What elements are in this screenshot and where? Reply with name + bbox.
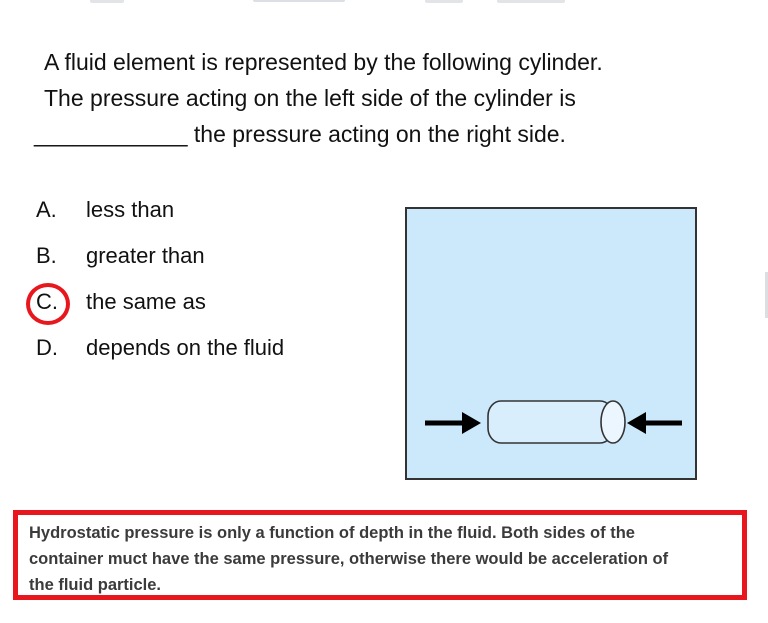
option-c[interactable]: C. the same as [36,283,284,329]
option-d[interactable]: D. depends on the fluid [36,329,284,375]
option-a-label: less than [86,197,175,222]
fluid-diagram [405,207,697,480]
top-crop-artifact [425,0,463,3]
explanation-line: the fluid particle. [29,576,162,594]
explanation-line: container muct have the same pressure, o… [29,550,669,568]
option-b-label: greater than [86,243,205,268]
option-d-label: depends on the fluid [86,335,285,360]
top-crop-artifact [497,0,565,3]
right-edge-artifact [765,272,768,318]
question-line: The pressure acting on the left side of … [44,85,576,111]
option-b[interactable]: B. greater than [36,237,284,283]
top-crop-artifact [90,0,124,3]
question-text: A fluid element is represented by the fo… [34,44,603,152]
option-c-letter: C. [36,289,58,314]
left-pressure-arrow-icon [425,412,481,434]
option-c-label: the same as [86,289,206,314]
question-line-with-blank: ____________ the pressure acting on the … [34,121,566,147]
cylinder-body [487,400,614,444]
option-a-letter: A. [36,197,57,222]
option-b-letter: B. [36,243,57,268]
explanation-line: Hydrostatic pressure is only a function … [29,524,635,542]
explanation-box: Hydrostatic pressure is only a function … [13,510,747,600]
cylinder-end-cap [600,400,626,444]
question-line: A fluid element is represented by the fo… [44,49,603,75]
top-crop-artifact [253,0,345,2]
option-a[interactable]: A. less than [36,191,284,237]
right-pressure-arrow-icon [627,412,682,434]
answer-options: A. less than B. greater than C. the same… [36,191,284,375]
option-d-letter: D. [36,335,58,360]
